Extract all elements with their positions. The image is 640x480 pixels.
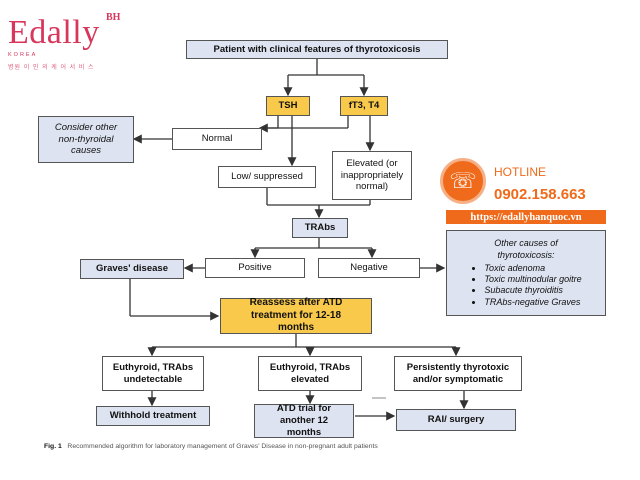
rai-surgery-node: RAI/ surgery (396, 409, 516, 431)
other-causes-title: Other causes of thyrotoxicosis: (494, 238, 558, 260)
start-node: Patient with clinical features of thyrot… (186, 40, 448, 59)
elevated-node: Elevated (or inappropriately normal) (332, 151, 412, 200)
logo-brand: Edally (8, 14, 100, 51)
persistently-thyrotoxic-node: Persistently thyrotoxic and/or symptomat… (394, 356, 522, 391)
atd-trial-node: ATD trial for another 12 months (254, 403, 354, 438)
euthyroid-elevated-node: Euthyroid, TRAbs elevated (258, 356, 362, 391)
other-causes-list: Toxic adenoma Toxic multinodular goitre … (470, 263, 581, 308)
normal-node: Normal (172, 128, 262, 150)
edally-logo: Edally BH KOREA 병원 이 인 의 케 어 서 비 스 (8, 8, 128, 71)
logo-subtitle: KOREA (8, 52, 38, 58)
logo-tagline: 병원 이 인 의 케 어 서 비 스 (8, 65, 95, 71)
hotline-number[interactable]: 0902.158.663 (494, 186, 586, 203)
hotline-label: HOTLINE (494, 165, 547, 179)
tsh-node: TSH (266, 96, 310, 116)
ft3-t4-node: fT3, T4 (340, 96, 388, 116)
positive-node: Positive (205, 258, 305, 278)
figure-caption: Fig. 1 Recommended algorithm for laborat… (44, 443, 378, 450)
euthyroid-undetectable-node: Euthyroid, TRAbs undetectable (102, 356, 204, 391)
phone-icon[interactable]: ☏ (440, 158, 486, 204)
website-link[interactable]: https://edallyhanquoc.vn (446, 210, 606, 224)
reassess-node: Reassess after ATD treatment for 12-18 m… (220, 297, 372, 334)
consider-other-node: Consider other non-thyroidal causes (38, 116, 134, 163)
trabs-node: TRAbs (292, 218, 348, 238)
caption-text: Recommended algorithm for laboratory man… (67, 443, 378, 450)
low-suppressed-node: Low/ suppressed (218, 166, 316, 188)
list-item: Toxic adenoma (484, 263, 581, 274)
list-item: Toxic multinodular goitre (484, 274, 581, 285)
logo-superscript: BH (106, 12, 121, 23)
caption-label: Fig. 1 (44, 443, 62, 450)
other-causes-node: Other causes of thyrotoxicosis: Toxic ad… (446, 230, 606, 316)
withhold-treatment-node: Withhold treatment (96, 406, 210, 426)
negative-node: Negative (318, 258, 420, 278)
list-item: TRAbs-negative Graves (484, 297, 581, 308)
list-item: Subacute thyroiditis (484, 285, 581, 296)
graves-disease-node: Graves' disease (80, 259, 184, 279)
